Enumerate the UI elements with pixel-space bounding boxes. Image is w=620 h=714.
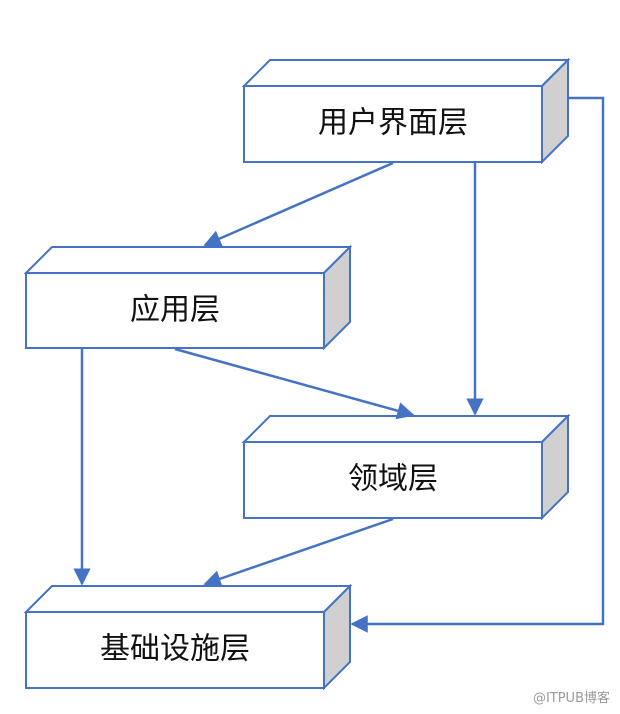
arrow-ui-to-application — [203, 161, 394, 247]
domain-layer-box: 领域层 — [241, 413, 571, 521]
ui-layer-front — [243, 85, 543, 163]
ui-layer-label: 用户界面层 — [318, 106, 468, 141]
infrastructure-layer-box: 基础设施层 — [23, 583, 353, 691]
arrow-ui-to-infrastructure — [350, 96, 605, 633]
ui-layer-box: 用户界面层 — [241, 57, 571, 165]
infrastructure-layer-top — [23, 585, 353, 613]
application-layer-box: 应用层 — [23, 244, 353, 351]
application-layer-front — [25, 272, 325, 349]
arrow-application-to-domain — [174, 347, 415, 420]
domain-layer-front — [243, 441, 543, 519]
application-layer-top — [23, 246, 353, 274]
watermark: @ITPUB博客 — [532, 691, 610, 706]
domain-layer-label: 领域层 — [348, 462, 438, 497]
infrastructure-layer-front — [25, 611, 325, 689]
infrastructure-layer-label: 基础设施层 — [100, 632, 250, 667]
arrow-domain-to-infrastructure — [203, 517, 394, 588]
application-layer-label: 应用层 — [130, 293, 220, 328]
domain-layer-top — [241, 415, 571, 443]
ui-layer-top — [241, 59, 571, 87]
